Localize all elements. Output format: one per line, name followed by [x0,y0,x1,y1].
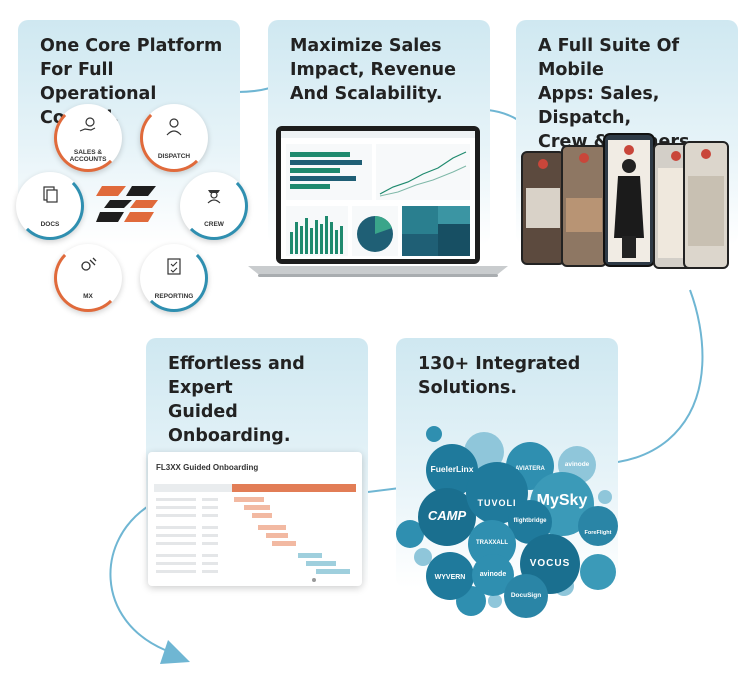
title-line: Effortless and Expert [168,354,305,398]
title-line: 130+ Integrated [418,354,581,374]
integration-label: CAMP [427,508,467,523]
title-line: Guided Onboarding. [168,402,291,446]
integration-wyvern: WYVERN [426,552,474,600]
integration-label: ForeFlight [584,530,612,536]
module-label: DOCS [40,221,60,228]
module-mx[interactable]: MX [54,244,122,312]
module-docs[interactable]: DOCS [16,172,84,240]
integration-label: VOCUS [529,558,571,569]
integration-label: TRAXXALL [476,540,508,546]
module-dispatch[interactable]: DISPATCH [140,104,208,172]
gantt-chart-graphic [154,484,356,582]
pilot-icon [207,190,221,204]
module-sales-accounts[interactable]: SALES & ACCOUNTS [54,104,122,172]
title-line: A Full Suite Of Mobile [538,36,680,80]
title-line: Maximize Sales [290,36,442,56]
integration-docusign: DocuSign [504,574,548,618]
card-title-onboarding: Effortless and Expert Guided Onboarding. [168,352,356,448]
title-line: Apps: Sales, Dispatch, [538,84,660,128]
mobile-phones-image [518,128,732,280]
module-label: CREW [204,221,224,228]
connector-3-5 [617,289,704,463]
documents-icon [43,186,58,203]
bubble-decor [414,548,432,566]
integration-label: DocuSign [510,592,542,599]
module-label: SALES & ACCOUNTS [69,149,107,163]
module-crew[interactable]: CREW [180,172,248,240]
integration-label: flightbridge [513,518,547,524]
title-line: Impact, Revenue [290,60,456,80]
title-line: For Full Operational [40,60,157,104]
integration-label: avinode [564,461,590,468]
integration-label: FuelerLinx [430,464,474,474]
onboarding-gantt-document: FL3XX Guided Onboarding [148,452,362,586]
card-title-core-platform: One Core Platform For Full Operational C… [40,34,228,130]
title-line: Solutions. [418,378,517,398]
bubble-decor [580,554,616,590]
card-title-integrations: 130+ Integrated Solutions. [418,352,606,400]
laptop-dashboard-image [248,122,508,280]
connector-4-end [109,504,166,651]
module-label: MX [83,293,93,300]
integration-foreflight: ForeFlight [578,506,618,546]
integration-label: MySky [536,492,588,509]
card-title-sales-impact: Maximize Sales Impact, Revenue And Scala… [290,34,478,106]
integration-avinode-bottom: avinode [472,554,514,596]
connector-5-4 [367,487,401,493]
bubble-decor [426,426,442,442]
module-reporting[interactable]: REPORTING [140,244,208,312]
integration-label: AVIATERA [515,466,545,472]
bubble-decor [488,594,502,608]
hand-coin-icon [79,117,96,132]
module-label: REPORTING [154,293,194,300]
integration-label: TUVOLI [477,498,517,508]
module-label: DISPATCH [157,153,191,160]
wrench-gear-icon [81,257,97,271]
title-line: And Scalability. [290,84,443,104]
fl3xx-logo [96,182,160,226]
onboarding-doc-title: FL3XX Guided Onboarding [156,463,259,472]
clipboard-check-icon [167,258,181,275]
bubble-decor [598,490,612,504]
connector-1-2 [237,87,271,93]
integration-mysky: MySky [530,472,594,536]
integration-label: WYVERN [434,574,466,581]
person-headset-icon [166,118,182,136]
title-line: One Core Platform [40,36,223,56]
connector-2-3 [487,109,519,121]
integration-label: avinode [479,571,507,578]
arrowhead-icon [160,640,190,664]
